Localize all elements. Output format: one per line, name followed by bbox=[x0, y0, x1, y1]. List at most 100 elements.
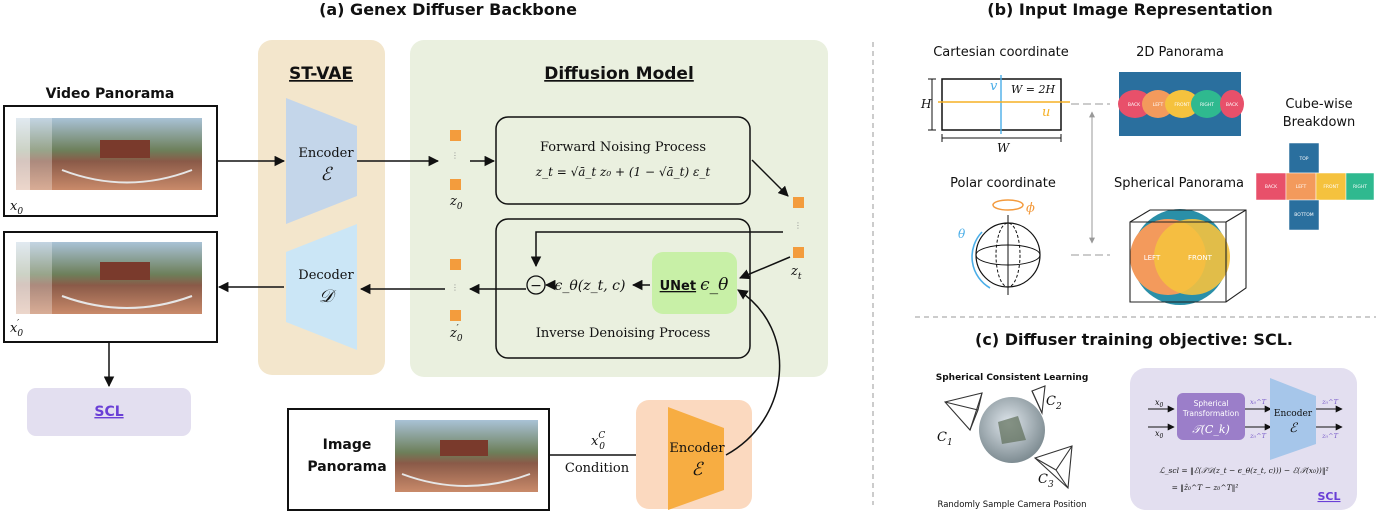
w-equals-2h: W = 2H bbox=[1011, 83, 1056, 96]
stvae-title: ST-VAE bbox=[289, 64, 353, 84]
mid-bottom-label: z₀^T bbox=[1249, 432, 1266, 440]
decoder-symbol: 𝒟 bbox=[319, 286, 337, 307]
unet-box bbox=[652, 252, 737, 314]
condition-encoder-label: Encoder bbox=[669, 441, 725, 456]
encoder-trapezoid bbox=[286, 98, 357, 224]
encoder-symbol: ℰ bbox=[321, 164, 334, 185]
svg-text:BACK: BACK bbox=[1226, 102, 1239, 108]
random-camera-caption: Randomly Sample Camera Position bbox=[937, 500, 1086, 510]
decoder-trapezoid bbox=[286, 224, 357, 350]
svg-text:BACK: BACK bbox=[1128, 102, 1141, 108]
svg-text:⋮: ⋮ bbox=[451, 151, 459, 160]
arrow-zt-to-minus bbox=[530, 231, 783, 268]
svg-text:LEFT: LEFT bbox=[1296, 184, 1307, 190]
panorama2d-image bbox=[1118, 72, 1244, 136]
encoder-label: Encoder bbox=[298, 146, 354, 161]
video-panorama-label: Video Panorama bbox=[46, 86, 175, 102]
eps-expression: ϵ_θ(z_t, c) bbox=[555, 278, 626, 294]
svg-text:RIGHT: RIGHT bbox=[1353, 184, 1367, 190]
cube-net bbox=[1255, 142, 1375, 231]
svg-text:TOP: TOP bbox=[1298, 156, 1308, 162]
image-panorama-line2: Panorama bbox=[307, 459, 386, 475]
svg-text:LEFT: LEFT bbox=[1153, 102, 1164, 108]
panorama2d-face-labels: BACK LEFT FRONT RIGHT BACK bbox=[1128, 102, 1239, 108]
svg-text:⋮: ⋮ bbox=[451, 283, 459, 292]
scl-input-2: x0 bbox=[1155, 429, 1164, 440]
forward-process-equation: z_t = √ā_t z₀ + (1 − √ā_t) ε_t bbox=[535, 165, 711, 179]
spherical-transformation-box bbox=[1177, 393, 1245, 440]
camera-c3-label: C3 bbox=[1038, 472, 1054, 490]
minus-symbol: − bbox=[530, 278, 542, 294]
theta-label: θ bbox=[958, 227, 966, 241]
camera-c2-label: C2 bbox=[1046, 394, 1062, 412]
svg-text:LEFT: LEFT bbox=[1144, 254, 1161, 262]
section-b-title: (b) Input Image Representation bbox=[987, 0, 1272, 19]
scl-box-left[interactable] bbox=[27, 388, 191, 436]
scl-link-left[interactable]: SCL bbox=[94, 404, 123, 420]
diffusion-title: Diffusion Model bbox=[544, 64, 694, 84]
spherical-panorama-label: Spherical Panorama bbox=[1114, 176, 1244, 191]
out-bottom-label: z₀^T bbox=[1321, 432, 1338, 440]
scl-encoder-symbol: ℰ bbox=[1289, 421, 1298, 436]
polar-label: Polar coordinate bbox=[950, 176, 1056, 191]
axis-u-label: u bbox=[1042, 105, 1050, 120]
arrow-zt-to-unet bbox=[739, 256, 791, 280]
cubewise-label-line1: Cube-wise bbox=[1285, 97, 1352, 112]
cube-net-labels: TOP BACK LEFT FRONT RIGHT BOTTOM bbox=[1265, 156, 1367, 218]
zt-latent-stack: ⋮ bbox=[793, 197, 804, 258]
scl-link-right[interactable]: SCL bbox=[1317, 490, 1340, 503]
mid-top-label: x₀^T bbox=[1250, 398, 1267, 406]
svg-text:⋮: ⋮ bbox=[794, 221, 802, 230]
phi-label: ϕ bbox=[1026, 201, 1035, 216]
section-a-title: (a) Genex Diffuser Backbone bbox=[319, 0, 577, 19]
scl-loss-line1: ℒ_scl = ‖ℰ(𝒯𝒟(z_t − ϵ_θ(z_t, c))) − ℰ(𝒯(… bbox=[1159, 466, 1328, 475]
panorama2d-label: 2D Panorama bbox=[1136, 45, 1224, 60]
axis-w-label: W bbox=[997, 141, 1011, 155]
zt-label: zt bbox=[790, 264, 802, 282]
camera-c1-label: C1 bbox=[937, 430, 953, 448]
decoder-label: Decoder bbox=[298, 268, 354, 283]
x0-prime-label: x0′ bbox=[10, 319, 23, 339]
image-panorama-frame bbox=[287, 408, 550, 511]
z0-prime-latent-stack: ⋮ bbox=[450, 259, 461, 321]
minus-circle bbox=[526, 275, 546, 295]
x0-label: x0 bbox=[10, 199, 23, 217]
svg-text:FRONT: FRONT bbox=[1174, 102, 1190, 108]
arrow-forward-to-zt bbox=[751, 159, 789, 197]
forward-process-box bbox=[495, 116, 751, 205]
axis-h-label: H bbox=[920, 97, 932, 111]
condition-label: Condition bbox=[565, 461, 630, 476]
transform-line2: Transformation bbox=[1182, 409, 1240, 418]
condition-encoder-trapezoid bbox=[668, 407, 724, 510]
camera-sphere-illustration bbox=[943, 385, 1073, 490]
image-panorama-line1: Image bbox=[323, 437, 372, 453]
transform-symbol: 𝒯(C_k) bbox=[1192, 423, 1230, 436]
scl-encoder-label: Encoder bbox=[1274, 409, 1313, 419]
svg-text:BACK: BACK bbox=[1265, 184, 1278, 190]
arrow-condition-to-unet bbox=[725, 289, 781, 456]
spherical-face-labels: LEFT FRONT bbox=[1144, 254, 1213, 262]
axis-v-label: v bbox=[990, 79, 998, 94]
inverse-process-title: Inverse Denoising Process bbox=[536, 326, 711, 341]
condition-encoder-symbol: ℰ bbox=[692, 459, 705, 480]
section-c-title: (c) Diffuser training objective: SCL. bbox=[975, 330, 1293, 349]
scl-encoder-trapezoid bbox=[1270, 378, 1316, 460]
cartesian-diagram bbox=[928, 75, 1070, 142]
svg-text:BOTTOM: BOTTOM bbox=[1294, 212, 1314, 218]
video-panorama-frame bbox=[3, 105, 218, 217]
reconstructed-panorama-frame bbox=[3, 231, 218, 343]
scl-heading: Spherical Consistent Learning bbox=[936, 373, 1089, 383]
transform-line1: Spherical bbox=[1194, 399, 1229, 408]
svg-text:RIGHT: RIGHT bbox=[1200, 102, 1214, 108]
z0-label: z0 bbox=[449, 194, 463, 212]
polar-sphere bbox=[971, 199, 1041, 295]
scl-input-1: x0 bbox=[1155, 398, 1164, 409]
z0-latent-stack: ⋮ bbox=[450, 130, 461, 190]
z0-prime-label: z0′ bbox=[449, 324, 463, 344]
scl-loss-line2: = ‖ẑ₀^T − z₀^T‖² bbox=[1172, 483, 1239, 492]
svg-text:FRONT: FRONT bbox=[1188, 254, 1213, 262]
svg-text:FRONT: FRONT bbox=[1323, 184, 1339, 190]
